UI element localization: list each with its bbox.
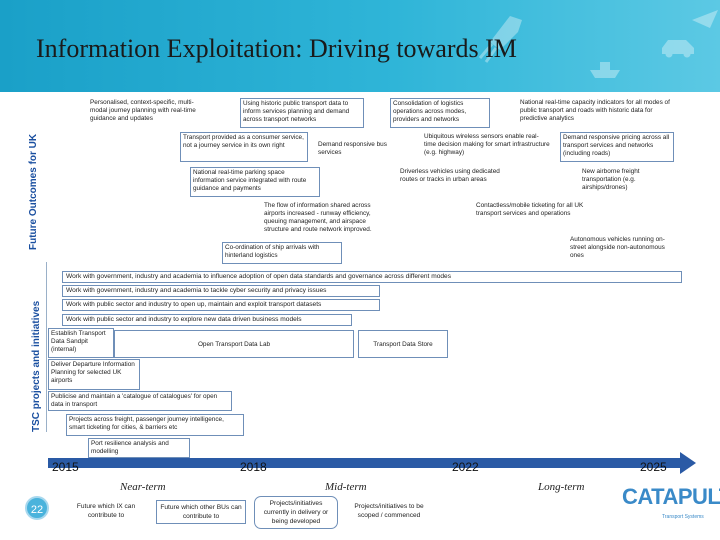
page-number-badge: 22 (25, 496, 49, 520)
project-box: Projects across freight, passenger journ… (66, 414, 244, 436)
phase-label: Near-term (120, 481, 166, 493)
initiative-bar: Work with public sector and industry to … (62, 314, 352, 326)
outcome-box: Driverless vehicles using dedicated rout… (400, 168, 500, 183)
outcome-box: Consolidation of logistics operations ac… (390, 98, 490, 128)
project-box: Port resilience analysis and modelling (88, 438, 190, 458)
initiative-bar: Work with government, industry and acade… (62, 271, 682, 283)
outcome-box: Demand responsive bus services (318, 141, 387, 156)
outcome-box: Transport provided as a consumer service… (180, 132, 308, 162)
timeline-arrow (680, 452, 696, 474)
ship-watermark-icon (590, 62, 620, 78)
page-title: Information Exploitation: Driving toward… (36, 34, 517, 63)
project-box: Publicise and maintain a 'catalogue of c… (48, 391, 232, 411)
project-label: Transport Data Store (373, 341, 433, 348)
year-label: 2022 (452, 460, 479, 474)
legend-item: Projects/initiatives currently in delive… (254, 496, 338, 529)
catapult-logo-subtitle: Transport Systems (662, 514, 704, 520)
phase-label: Long-term (538, 481, 585, 493)
outcome-box: Co-ordination of ship arrivals with hint… (222, 242, 342, 264)
legend-item: Future which IX can contribute to (76, 503, 136, 519)
outcome-box: Contactless/mobile ticketing for all UK … (476, 202, 584, 217)
outcome-box: Personalised, context-specific, multi-mo… (90, 99, 196, 122)
outcome-box: Autonomous vehicles running on-street al… (570, 236, 665, 259)
outcome-box: Demand responsive pricing across all tra… (560, 132, 674, 162)
section-divider (46, 262, 47, 432)
outcome-box: Ubiquitous wireless sensors enable real-… (424, 133, 550, 156)
outcome-box: New airborne freight transportation (e.g… (582, 168, 640, 191)
project-box: Establish Transport Data Sandpit (intern… (48, 328, 114, 358)
outcome-box: National real-time parking space informa… (190, 167, 320, 197)
outcome-box: The flow of information shared across ai… (264, 202, 372, 233)
project-label: Open Transport Data Lab (197, 341, 271, 348)
outcome-box: National real-time capacity indicators f… (520, 99, 670, 122)
project-box: Open Transport Data Lab (114, 330, 354, 358)
car-watermark-icon (662, 40, 694, 58)
initiative-bar: Work with public sector and industry to … (62, 299, 380, 311)
phase-label: Mid-term (325, 481, 367, 493)
legend-item: Future which other BUs can contribute to (156, 500, 246, 524)
timeline-bar (48, 458, 680, 468)
year-label: 2015 (52, 460, 79, 474)
rocket-watermark-icon (478, 16, 522, 63)
legend-item: Projects/initiatives to be scoped / comm… (354, 503, 424, 519)
tsc-projects-label: TSC projects and initiatives (31, 300, 42, 432)
project-box: Deliver Departure Information Planning f… (48, 359, 140, 390)
year-label: 2018 (240, 460, 267, 474)
header-banner (0, 0, 720, 92)
project-box: Transport Data Store (358, 330, 448, 358)
initiative-bar: Work with government, industry and acade… (62, 285, 380, 297)
outcome-box: Using historic public transport data to … (240, 98, 364, 128)
year-label: 2025 (640, 460, 667, 474)
future-outcomes-label: Future Outcomes for UK (28, 133, 39, 250)
aircraft-watermark-icon (692, 10, 718, 28)
